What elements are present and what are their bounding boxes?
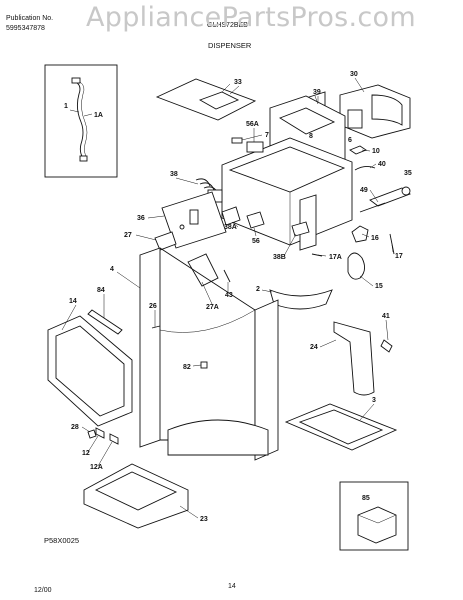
callout-1a: 1A bbox=[94, 112, 103, 119]
model-number: GLHS72BEB bbox=[207, 22, 248, 29]
part-14-bezel bbox=[47, 315, 133, 427]
part-56a bbox=[246, 141, 264, 153]
callout-85: 85 bbox=[362, 495, 370, 502]
part-33-cover bbox=[155, 78, 257, 121]
callout-3: 3 bbox=[372, 397, 376, 404]
callout-49: 49 bbox=[360, 187, 368, 194]
part-27 bbox=[154, 231, 177, 251]
part-41 bbox=[380, 339, 393, 353]
part-43-screw bbox=[223, 269, 231, 283]
callout-24: 24 bbox=[310, 344, 318, 351]
callout-27a: 27A bbox=[206, 304, 219, 311]
callout-39: 39 bbox=[313, 89, 321, 96]
part-26-screw bbox=[151, 325, 161, 329]
part-85-inset bbox=[339, 481, 409, 551]
part-10 bbox=[349, 145, 367, 155]
part-30-light bbox=[339, 77, 411, 139]
callout-84: 84 bbox=[97, 287, 105, 294]
part-4-housing bbox=[139, 247, 279, 461]
callout-7: 7 bbox=[265, 132, 269, 139]
wire-harness-inset bbox=[44, 64, 118, 178]
part-17-screw bbox=[389, 233, 395, 255]
part-56-switch bbox=[246, 211, 265, 229]
part-2-funnel bbox=[269, 289, 333, 310]
callout-2: 2 bbox=[256, 286, 260, 293]
part-24-paddle bbox=[333, 321, 375, 396]
callout-23: 23 bbox=[200, 516, 208, 523]
callout-28: 28 bbox=[71, 424, 79, 431]
callout-27: 27 bbox=[124, 232, 132, 239]
part-23-drip-tray bbox=[83, 463, 189, 529]
callout-43: 43 bbox=[225, 292, 233, 299]
callout-4: 4 bbox=[110, 266, 114, 273]
part-82 bbox=[200, 361, 208, 369]
callout-56: 56 bbox=[252, 238, 260, 245]
part-28 bbox=[87, 429, 97, 439]
callout-82: 82 bbox=[183, 364, 191, 371]
part-35-solenoid bbox=[359, 186, 411, 213]
leader-lines bbox=[61, 83, 394, 519]
callout-40: 40 bbox=[378, 161, 386, 168]
callout-30: 30 bbox=[350, 71, 358, 78]
callout-36: 36 bbox=[137, 215, 145, 222]
callout-38b: 38B bbox=[273, 254, 286, 261]
part-15-bulb bbox=[347, 252, 365, 280]
page-number: 14 bbox=[228, 583, 236, 590]
publication-number: 5995347878 bbox=[6, 25, 45, 32]
callout-12a: 12A bbox=[90, 464, 103, 471]
part-7-screw bbox=[231, 137, 243, 144]
watermark: AppliancePartsPros.com bbox=[86, 2, 416, 33]
section-title: DISPENSER bbox=[208, 41, 252, 50]
callout-labels: 1 1A 33 30 39 56A 7 8 6 10 40 49 35 38 3… bbox=[64, 71, 412, 523]
footer-date: 12/00 bbox=[34, 587, 52, 594]
part-12a bbox=[109, 433, 119, 445]
part-38a-switch bbox=[221, 206, 241, 226]
part-12 bbox=[95, 427, 105, 439]
part-84-strip bbox=[87, 309, 123, 335]
callout-10: 10 bbox=[372, 148, 380, 155]
callout-26: 26 bbox=[149, 303, 157, 310]
callout-41: 41 bbox=[382, 313, 390, 320]
dispenser-upper-frame bbox=[221, 137, 353, 251]
callout-6: 6 bbox=[348, 137, 352, 144]
callout-8: 8 bbox=[309, 133, 313, 140]
part-3-heater bbox=[284, 403, 398, 451]
callout-16: 16 bbox=[371, 235, 379, 242]
callout-33: 33 bbox=[234, 79, 242, 86]
callout-38a: 38A bbox=[224, 224, 237, 231]
part-40 bbox=[354, 165, 376, 171]
part-16-fitting bbox=[351, 225, 369, 243]
part-38b bbox=[291, 221, 310, 237]
callout-56a: 56A bbox=[246, 121, 259, 128]
callout-12: 12 bbox=[82, 450, 90, 457]
callout-1: 1 bbox=[64, 103, 68, 110]
callout-17: 17 bbox=[395, 253, 403, 260]
callout-15: 15 bbox=[375, 283, 383, 290]
callout-17a: 17A bbox=[329, 254, 342, 261]
part-27a-lever bbox=[187, 253, 219, 287]
callout-35: 35 bbox=[404, 170, 412, 177]
part-17a bbox=[311, 253, 323, 257]
publication-label: Publication No. bbox=[6, 15, 54, 22]
callout-14: 14 bbox=[69, 298, 77, 305]
callout-38: 38 bbox=[170, 171, 178, 178]
diagram-code: P58X0025 bbox=[44, 536, 80, 545]
